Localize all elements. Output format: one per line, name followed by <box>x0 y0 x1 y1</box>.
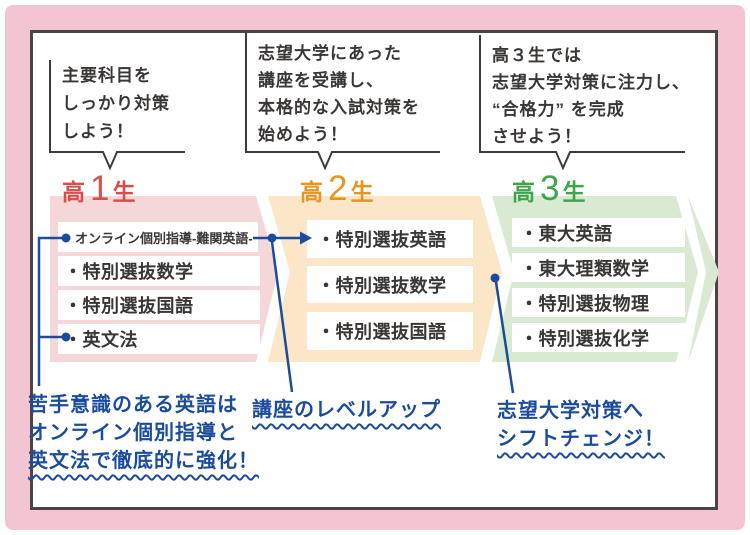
course-box: ・特別選抜国語 <box>307 312 473 350</box>
bubble-line: させよう！ <box>492 127 582 146</box>
stage2-kanji-ko: 高 <box>300 179 325 205</box>
annotation-line: オンライン個別指導と <box>28 422 238 444</box>
bubble-line: 講座を受講し、 <box>258 71 384 90</box>
annotation-line: 英文法で徹底的に強化！ <box>28 450 259 472</box>
course-box: ・東大英語 <box>512 218 685 247</box>
course-box: ・英文法 <box>58 324 260 354</box>
stage3-number: 3 <box>540 169 560 208</box>
course-box: ・特別選抜数学 <box>58 256 260 286</box>
bubble-line: 本格的な入試対策を <box>258 98 420 117</box>
annotation-line: 講座のレベルアップ <box>252 399 441 421</box>
stage1-kanji-sei: 生 <box>112 179 138 205</box>
stage1-number: 1 <box>90 169 110 208</box>
course-box: ・オンライン個別指導-難関英語- <box>58 222 258 252</box>
course-box: ・特別選抜物理 <box>512 288 685 317</box>
annotation-line: シフトチェンジ！ <box>497 428 665 450</box>
bubble-line: しよう！ <box>62 122 134 141</box>
speech-bubble-2: 志望大学にあった 講座を受講し、 本格的な入試対策を 始めよう！ <box>258 40 420 148</box>
stage1-kanji-ko: 高 <box>62 179 87 205</box>
bubble-line: 主要科目を <box>62 66 152 85</box>
stage2-kanji-sei: 生 <box>350 179 376 205</box>
annotation-level-up: 講座のレベルアップ <box>252 396 441 424</box>
stage3-kanji-sei: 生 <box>562 179 588 205</box>
speech-bubble-1: 主要科目を しっかり対策 しよう！ <box>62 62 170 146</box>
bubble-line: 志望大学にあった <box>258 44 402 63</box>
course-box: ・東大理類数学 <box>512 253 685 282</box>
course-box: ・特別選抜英語 <box>307 220 473 258</box>
bubble-line: 高３生では <box>492 46 582 65</box>
annotation-shift-change: 志望大学対策へ シフトチェンジ！ <box>497 397 665 453</box>
bubble-line: 志望大学対策に注力し、 <box>492 73 690 92</box>
bubble-line: “合格力” を完成 <box>492 100 625 119</box>
stage3-kanji-ko: 高 <box>512 179 537 205</box>
stage2-number: 2 <box>328 169 348 208</box>
annotation-line: 苦手意識のある英語は <box>28 394 238 416</box>
bubble-line: 始めよう！ <box>258 125 348 144</box>
course-box: ・特別選抜国語 <box>58 290 260 320</box>
speech-bubble-3: 高３生では 志望大学対策に注力し、 “合格力” を完成 させよう！ <box>492 42 690 150</box>
annotation-line: 志望大学対策へ <box>497 400 644 422</box>
annotation-english-strengthen: 苦手意識のある英語は オンライン個別指導と 英文法で徹底的に強化！ <box>28 391 259 475</box>
bubble-line: しっかり対策 <box>62 94 170 113</box>
course-box: ・特別選抜数学 <box>307 266 473 303</box>
course-box: ・特別選抜化学 <box>512 323 685 352</box>
